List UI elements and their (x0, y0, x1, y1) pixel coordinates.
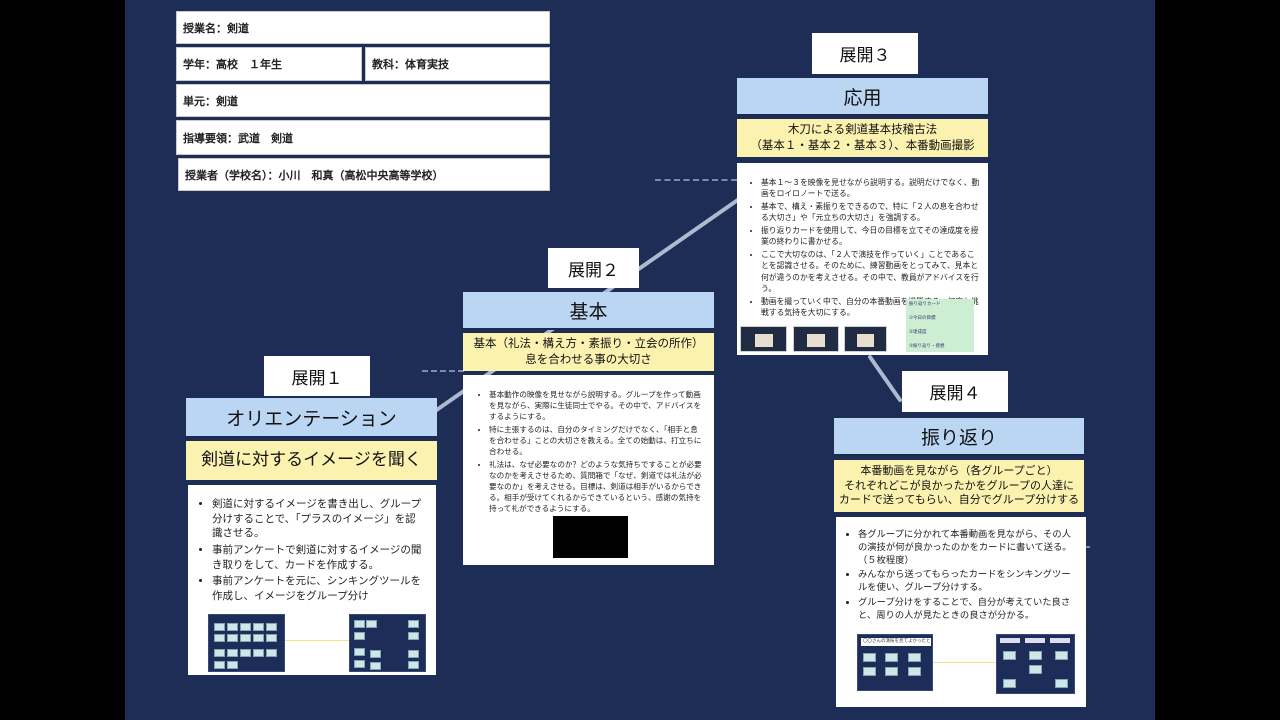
link-line (285, 640, 349, 641)
unit-box: 単元：剣道 (176, 84, 550, 117)
grade: 学年：高校 １年生 (183, 58, 282, 71)
stage4-bullets: 各グループに分かれて本番動画を見ながら、その人の演技が何が良かったのかをカードに… (842, 529, 1078, 623)
stage4-tag: 展開４ (902, 371, 1008, 412)
stage3-title: 応用 (737, 78, 988, 116)
subtitle-line: それぞれどこが良かったかをグループの人達に (843, 478, 1074, 492)
stage2-bullets: 基本動作の映像を見せながら説明する。グループを作って動画を見ながら、実際に生徒同… (473, 389, 702, 514)
subtitle-line: 木刀による剣道基本技稽古法 (787, 122, 938, 137)
stage4-subtitle: 本番動画を見ながら（各グループごと） それぞれどこが良かったかをグループの人達に… (834, 460, 1084, 512)
bullet: 基本１〜３を映像を見せながら説明する。説明だけでなく、動画をロイロノートで送る。 (761, 177, 980, 199)
grouped-cards-screenshot (349, 614, 426, 672)
stage2-tag: 展開２ (548, 248, 639, 288)
unit: 単元：剣道 (183, 94, 238, 108)
thinking-tool-screenshot (208, 614, 285, 672)
card-line: 振り返りカード (909, 302, 941, 307)
stage4-title: 振り返り (834, 418, 1084, 456)
stage3-subtitle: 木刀による剣道基本技稽古法 （基本１・基本２・基本３）、本番動画撮影 (737, 119, 988, 157)
link-line (933, 662, 996, 663)
card-collection-screenshot: 〇〇さんの演技を見てよかったところ (857, 634, 933, 691)
card-grouping-screenshot (996, 634, 1075, 694)
subtitle-line: 基本（礼法・構え方・素振り・立会の所作） (473, 336, 704, 351)
bullet: 礼法は、なぜ必要なのか？どのような気持ちですることが必要なのかを考えさせるため、… (489, 459, 702, 514)
bullet: 特に主張するのは、自分のタイミングだけでなく、「相手と息を合わせる」ことの大切さ… (489, 424, 702, 457)
lesson-name: 授業名：剣道 (183, 21, 249, 35)
bullet: 事前アンケートを元に、シンキングツールを作成し、イメージをグループ分け (212, 574, 426, 603)
subtitle-line: 本番動画を見ながら（各グループごと） (860, 463, 1058, 477)
bullet: 基本で、構え・素振りをできるので、特に「２人の息を合わせる大切さ」や「元立ちの大… (761, 201, 980, 223)
card-line: ②達成度 (909, 329, 927, 335)
subtitle-line: （基本１・基本２・基本３）、本番動画撮影 (750, 138, 975, 152)
lesson-name-box: 授業名：剣道 (176, 11, 550, 44)
bullet: 動画を撮っていく中で、自分の本番動画を撮影する。何度も挑戦する気持を大切にする。 (761, 296, 980, 318)
connector-line (868, 355, 902, 402)
bullet: 各グループに分かれて本番動画を見ながら、その人の演技が何が良かったのかをカードに… (858, 529, 1078, 567)
kendo-video-thumbnail[interactable] (793, 326, 839, 352)
teacher-box: 授業者（学校名）：小川 和真（高松中央高等学校） (178, 158, 550, 191)
bullet: ここで大切なのは、「２人で演技を作っていく」ことであることを認識させる。そのため… (761, 249, 980, 293)
bullet: 基本動作の映像を見せながら説明する。グループを作って動画を見ながら、実際に生徒同… (489, 389, 702, 422)
dashed-connector (422, 370, 464, 372)
reflection-card: 振り返りカード ①今日の目標 ②達成度 ③振り返り・感想 (906, 299, 974, 352)
guideline: 指導要領：武道 剣道 (183, 131, 293, 145)
guideline-box: 指導要領：武道 剣道 (176, 120, 550, 155)
teacher: 授業者（学校名）：小川 和真（高松中央高等学校） (185, 168, 444, 182)
stage1-title: オリエンテーション (186, 398, 437, 438)
stage3-tag: 展開３ (812, 33, 918, 74)
bullet: みんなから送ってもらったカードをシンキングツールを使い、グループ分けする。 (858, 569, 1078, 595)
dashed-connector (655, 179, 737, 181)
card-line: ③振り返り・感想 (909, 343, 945, 349)
bullet: 事前アンケートで剣道に対するイメージの聞き取りをして、カードを作成する。 (212, 543, 426, 572)
stage2-subtitle: 基本（礼法・構え方・素振り・立会の所作） 息を合わせる事の大切さ (463, 333, 714, 371)
subtitle-line: カードで送ってもらい、自分でグループ分けする (838, 493, 1080, 507)
kendo-video-thumbnail[interactable] (740, 326, 787, 352)
video-placeholder[interactable] (553, 516, 628, 558)
stage2-title: 基本 (463, 292, 714, 330)
kendo-video-thumbnail[interactable] (844, 326, 887, 352)
bullet: 剣道に対するイメージを書き出し、グループ分けすることで、「プラスのイメージ」を認… (212, 497, 426, 541)
subtitle-line: 息を合わせる事の大切さ (525, 352, 652, 366)
bullet: グループ分けをすることで、自分が考えていた良さと、周りの人が見たときの良さが分か… (858, 597, 1078, 623)
bullet: 振り返りカードを使用して、今日の目標を立てその達成度を授業の終わりに書かせる。 (761, 225, 980, 247)
stage1-tag: 展開１ (264, 356, 370, 396)
stage3-bullets: 基本１〜３を映像を見せながら説明する。説明だけでなく、動画をロイロノートで送る。… (745, 177, 980, 318)
subject: 教科：体育実技 (372, 58, 449, 71)
stage1-bullets: 剣道に対するイメージを書き出し、グループ分けすることで、「プラスのイメージ」を認… (196, 497, 426, 604)
subject-box: 教科：体育実技 (365, 47, 550, 81)
grade-box: 学年：高校 １年生 (176, 47, 362, 81)
stage1-subtitle: 剣道に対するイメージを聞く (186, 441, 437, 480)
screenshot-caption: 〇〇さんの演技を見てよかったところ (861, 638, 931, 646)
card-line: ①今日の目標 (909, 315, 936, 321)
